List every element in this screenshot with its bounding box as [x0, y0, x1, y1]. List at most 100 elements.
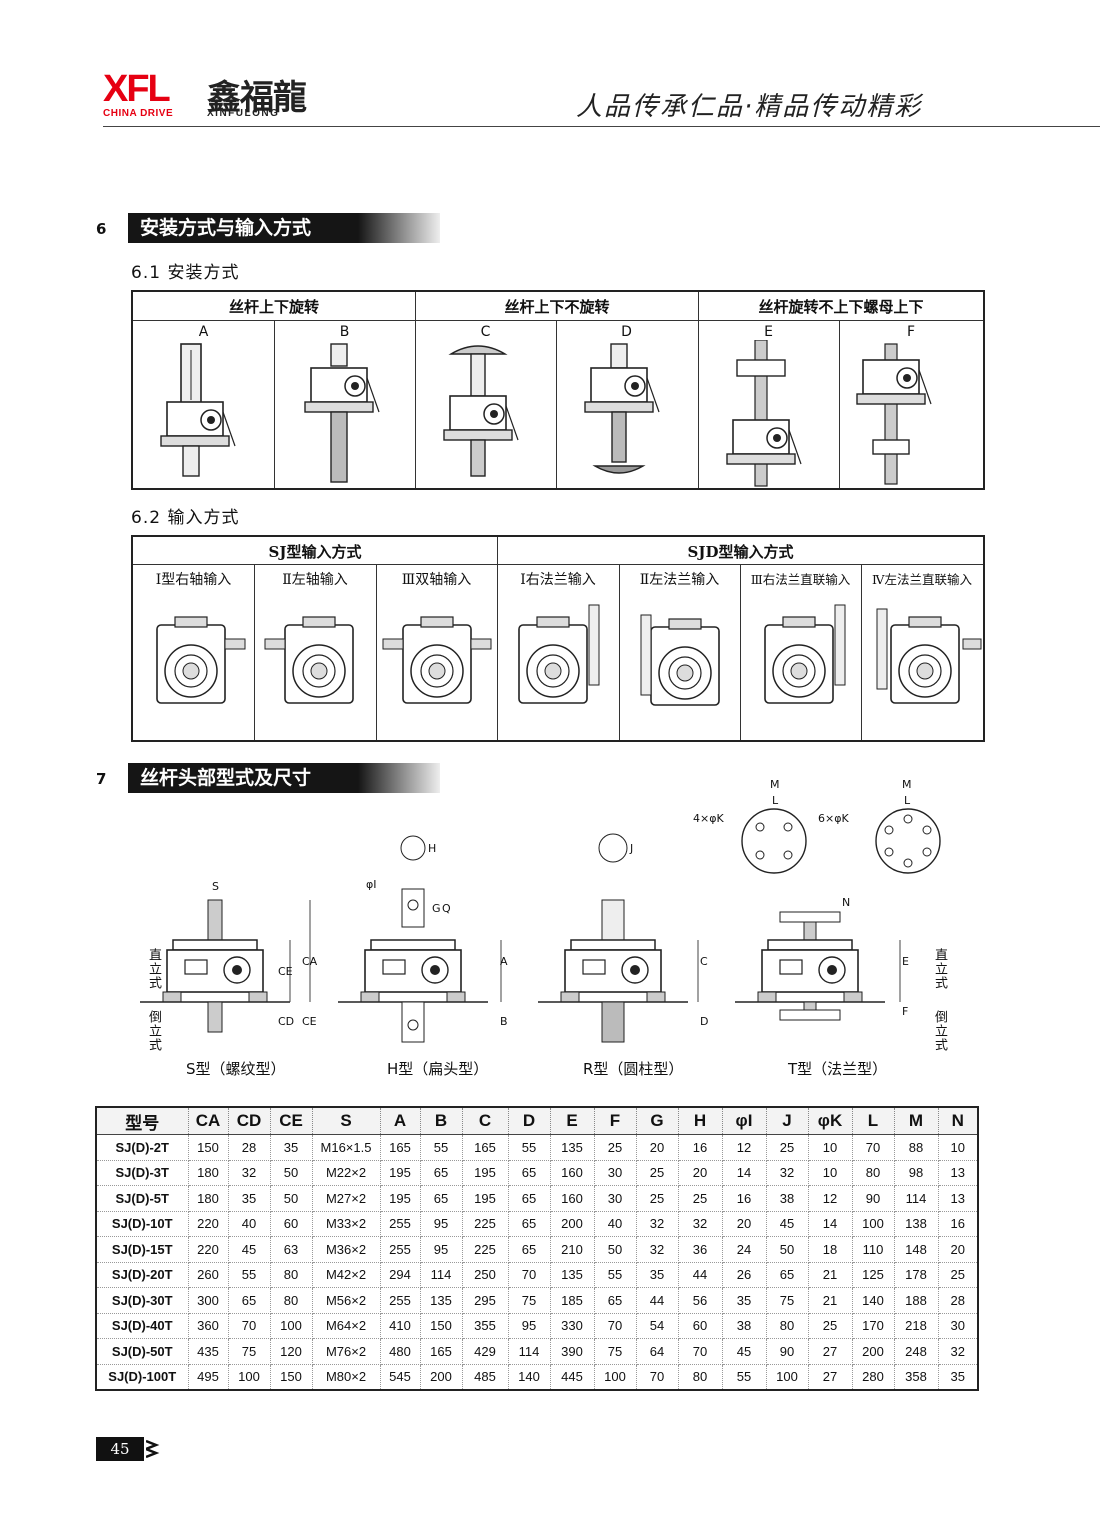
mount-letter-e: E [764, 324, 773, 340]
value-cell: 195 [462, 1160, 509, 1186]
column-header: CE [270, 1107, 313, 1135]
value-cell: M36×2 [312, 1236, 381, 1263]
value-cell: 32 [938, 1338, 979, 1365]
company-logo: XFL 鑫福龍 CHINA DRIVE XINFULONG [103, 68, 313, 122]
value-cell: 185 [550, 1287, 595, 1314]
value-cell: 16 [938, 1211, 979, 1237]
value-cell: 35 [938, 1364, 979, 1391]
value-cell: 40 [594, 1211, 637, 1237]
value-cell: 27 [808, 1338, 853, 1365]
value-cell: 32 [766, 1160, 809, 1186]
dim-label-l-4hole: L [772, 794, 779, 807]
value-cell: 140 [852, 1287, 895, 1314]
value-cell: 10 [808, 1134, 853, 1161]
value-cell: 65 [594, 1287, 637, 1314]
value-cell: 100 [228, 1364, 271, 1391]
dim-label-ca: CA [302, 955, 318, 968]
value-cell: M80×2 [312, 1364, 381, 1391]
value-cell: 100 [766, 1364, 809, 1391]
header-divider [103, 126, 1100, 127]
value-cell: 150 [188, 1134, 229, 1161]
value-cell: 390 [550, 1338, 595, 1365]
caption-h-type: H型（扁头型） [387, 1060, 489, 1078]
value-cell: 495 [188, 1364, 229, 1391]
value-cell: 60 [678, 1313, 723, 1339]
dim-label-b: B [500, 1015, 508, 1028]
mount-drawing-c [443, 345, 519, 477]
value-cell: 360 [188, 1313, 229, 1339]
value-cell: 140 [508, 1364, 551, 1391]
value-cell: 45 [722, 1338, 767, 1365]
value-cell: 90 [852, 1185, 895, 1212]
value-cell: 165 [380, 1134, 421, 1161]
dim-label-g: G [432, 902, 441, 915]
model-cell: SJ(D)-5T [96, 1185, 189, 1212]
dim-label-m-4hole: M [770, 778, 780, 791]
value-cell: 125 [852, 1262, 895, 1288]
value-cell: 20 [938, 1236, 979, 1263]
value-cell: 260 [188, 1262, 229, 1288]
value-cell: 148 [894, 1236, 939, 1263]
value-cell: 30 [594, 1160, 637, 1186]
mount-group-3: 丝杆旋转不上下螺母上下 [758, 298, 924, 316]
caption-s-type: S型（螺纹型） [186, 1060, 286, 1078]
value-cell: 32 [636, 1236, 679, 1263]
column-header: L [852, 1107, 895, 1135]
value-cell: M16×1.5 [312, 1134, 381, 1161]
input-methods-table: SJ型输入方式 SJD型输入方式 Ⅰ型右轴输入 Ⅱ左轴输入 Ⅲ双轴输入 Ⅰ右法兰… [131, 535, 985, 742]
value-cell: 188 [894, 1287, 939, 1314]
column-header: S [312, 1107, 381, 1135]
value-cell: 135 [550, 1262, 595, 1288]
mount-letter-a: A [198, 324, 209, 340]
value-cell: 100 [852, 1211, 895, 1237]
value-cell: 70 [594, 1313, 637, 1339]
section-6-title: 安装方式与输入方式 >>>>> [128, 213, 358, 269]
value-cell: 70 [228, 1313, 271, 1339]
value-cell: 16 [722, 1185, 767, 1212]
value-cell: 294 [380, 1262, 421, 1288]
value-cell: 21 [808, 1262, 853, 1288]
model-cell: SJ(D)-100T [96, 1364, 189, 1391]
value-cell: 95 [420, 1236, 463, 1263]
value-cell: 45 [228, 1236, 271, 1263]
column-header: B [420, 1107, 463, 1135]
input-drawing-3 [382, 616, 492, 704]
subsection-6-1-title: 6.1 安装方式 [131, 263, 240, 283]
value-cell: 54 [636, 1313, 679, 1339]
value-cell: 170 [852, 1313, 895, 1339]
input-drawing-5 [640, 614, 720, 706]
value-cell: 28 [938, 1287, 979, 1314]
logo-sub-right: XINFULONG [207, 108, 280, 119]
value-cell: 12 [722, 1134, 767, 1161]
value-cell: 24 [722, 1236, 767, 1263]
value-cell: 165 [462, 1134, 509, 1161]
value-cell: 210 [550, 1236, 595, 1263]
value-cell: 20 [722, 1211, 767, 1237]
value-cell: 178 [894, 1262, 939, 1288]
column-header: E [550, 1107, 595, 1135]
col-divider [839, 320, 840, 488]
value-cell: 20 [678, 1160, 723, 1186]
dim-label-h: H [428, 842, 437, 855]
value-cell: 160 [550, 1185, 595, 1212]
value-cell: 225 [462, 1211, 509, 1237]
value-cell: 195 [380, 1160, 421, 1186]
input-drawing-2 [264, 616, 354, 704]
model-cell: SJ(D)-20T [96, 1262, 189, 1288]
value-cell: 75 [228, 1338, 271, 1365]
value-cell: 90 [766, 1338, 809, 1365]
column-header: φK [808, 1107, 853, 1135]
value-cell: 480 [380, 1338, 421, 1365]
value-cell: 14 [808, 1211, 853, 1237]
mount-group-2: 丝杆上下不旋转 [504, 298, 610, 316]
value-cell: 100 [270, 1313, 313, 1339]
dim-label-d: D [700, 1015, 709, 1028]
dim-label-4k: 4×φK [693, 812, 724, 825]
diagram-s-type [140, 899, 311, 1033]
mount-group-1: 丝杆上下旋转 [228, 298, 319, 316]
mounting-drawings [160, 340, 932, 487]
column-header: CD [228, 1107, 271, 1135]
value-cell: 26 [722, 1262, 767, 1288]
